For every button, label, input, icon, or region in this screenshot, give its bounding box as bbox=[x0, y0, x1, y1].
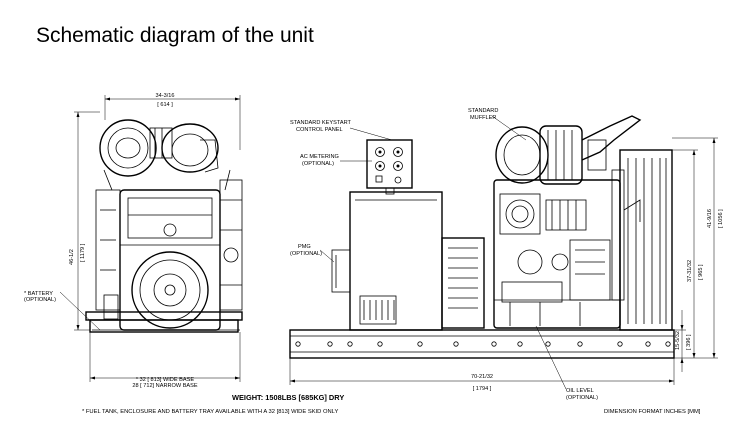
muffler-label: STANDARD bbox=[468, 108, 498, 114]
battery-label: * BATTERY bbox=[24, 291, 53, 297]
muffler-subtitle-label: MUFFLER bbox=[470, 115, 496, 121]
front-view: 34-3/16 [ 614 ] 46-1/2 [ 1179 ] bbox=[24, 93, 243, 389]
height1-dim: 41-9/16 bbox=[707, 209, 713, 228]
keystart-panel-label: CONTROL PANEL bbox=[296, 127, 343, 133]
pmg-optional-label: (OPTIONAL) bbox=[290, 251, 322, 257]
side-view: STANDARD KEYSTART CONTROL PANEL AC METER… bbox=[289, 108, 724, 401]
pmg-label: PMG bbox=[298, 244, 311, 250]
page-title: Schematic diagram of the unit bbox=[36, 24, 314, 47]
length-dim: 70-21/32 bbox=[471, 374, 493, 380]
front-height-dim-mm: [ 1179 ] bbox=[80, 243, 86, 262]
length-dim-mm: [ 1794 ] bbox=[473, 386, 492, 392]
height2-dim: 37-31/32 bbox=[687, 260, 693, 282]
ac-metering-label: AC METERING bbox=[300, 154, 339, 160]
battery-optional-label: (OPTIONAL) bbox=[24, 297, 56, 303]
narrow-base-dim: 28 [ 712] NARROW BASE bbox=[132, 383, 198, 389]
height3-dim: 15-5/32 bbox=[675, 331, 681, 350]
oil-level-optional-label: (OPTIONAL) bbox=[566, 395, 598, 401]
weight-label: WEIGHT: 1508LBS [685KG] DRY bbox=[232, 393, 344, 402]
dimension-format-label: DIMENSION FORMAT INCHES [MM] bbox=[604, 409, 701, 415]
height1-dim-mm: [ 1056 ] bbox=[718, 209, 724, 228]
keystart-label: STANDARD KEYSTART bbox=[290, 120, 352, 126]
height2-dim-mm: [ 965 ] bbox=[698, 264, 704, 280]
ac-metering-optional-label: (OPTIONAL) bbox=[302, 161, 334, 167]
front-width-dim-mm: [ 614 ] bbox=[157, 102, 173, 108]
oil-level-label: OIL LEVEL bbox=[566, 388, 594, 394]
front-height-dim: 46-1/2 bbox=[69, 249, 75, 265]
height3-dim-mm: [ 396 ] bbox=[686, 334, 692, 350]
footnote: * FUEL TANK, ENCLOSURE AND BATTERY TRAY … bbox=[82, 409, 338, 415]
wide-base-dim: * 32 [ 813] WIDE BASE bbox=[136, 377, 194, 383]
front-width-dim: 34-3/16 bbox=[156, 93, 175, 99]
